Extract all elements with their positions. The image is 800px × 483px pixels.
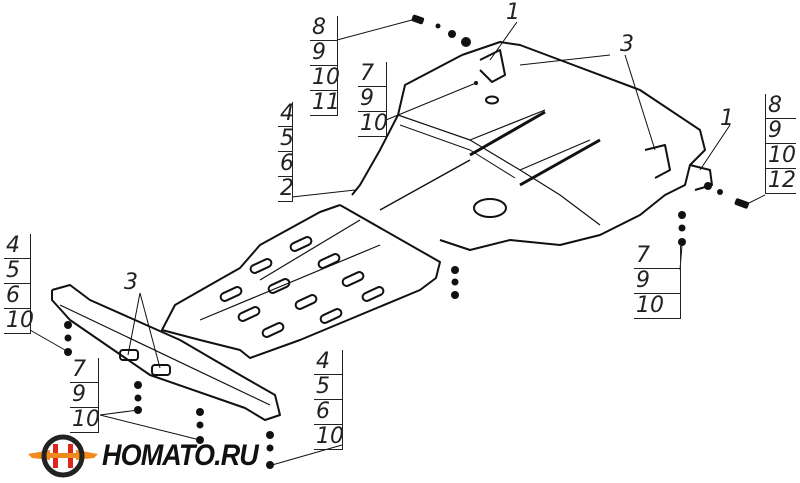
part-number: 10 [766,143,796,169]
part-number: 10 [310,65,340,91]
label-stack-far-left: 4 5 6 10 [4,234,34,334]
winged-wheel-logo-icon [28,434,98,478]
part-number: 4 [4,234,30,259]
callout-part-3-top: 3 [620,32,634,57]
part-number: 9 [310,41,337,66]
part-number: 10 [358,111,388,137]
part-number: 8 [310,16,337,41]
label-stack-bottom-center: 4 5 6 10 [314,350,344,450]
part-number: 11 [310,90,340,116]
part-number: 6 [278,151,294,177]
part-number: 8 [766,94,796,119]
label-stack-bottom-left: 7 9 10 [70,358,100,433]
fasteners [64,14,750,469]
label-stack-mid-left: 4 5 6 2 [278,101,294,202]
logo-text: HOMATO.RU [102,439,259,472]
part-number: 2 [278,176,294,202]
site-logo: HOMATO.RU [28,434,275,478]
callout-part-3-left: 3 [124,270,138,295]
part-number: 10 [4,308,34,334]
part-number: 5 [278,126,294,152]
part-number: 9 [358,87,386,112]
part-number: 10 [634,294,680,319]
callout-part-1-right: 1 [720,106,734,131]
part-number: 9 [766,119,796,144]
part-number: 9 [70,383,98,408]
front-plate [161,204,441,359]
label-stack-right-bottom: 7 9 10 [634,244,681,319]
part-number: 7 [358,62,386,87]
part-number: 12 [766,168,796,194]
rear-plate [351,41,713,251]
part-number: 5 [4,259,30,284]
part-number: 4 [278,101,294,127]
part-number: 4 [314,350,342,375]
label-stack-top-left-bolt: 8 9 10 11 [310,16,340,116]
part-number: 9 [634,269,680,294]
label-stack-top-center: 7 9 10 [358,62,388,137]
callout-part-1-top: 1 [506,0,520,25]
ventilation-slots [219,236,385,338]
part-number: 7 [634,244,680,269]
part-number: 6 [314,400,342,425]
part-number: 10 [70,407,100,433]
part-number: 6 [4,284,30,309]
part-number: 5 [314,375,342,400]
part-number: 10 [314,424,344,450]
label-stack-right-bolt: 8 9 10 12 [765,94,796,194]
part-number: 7 [70,358,98,383]
